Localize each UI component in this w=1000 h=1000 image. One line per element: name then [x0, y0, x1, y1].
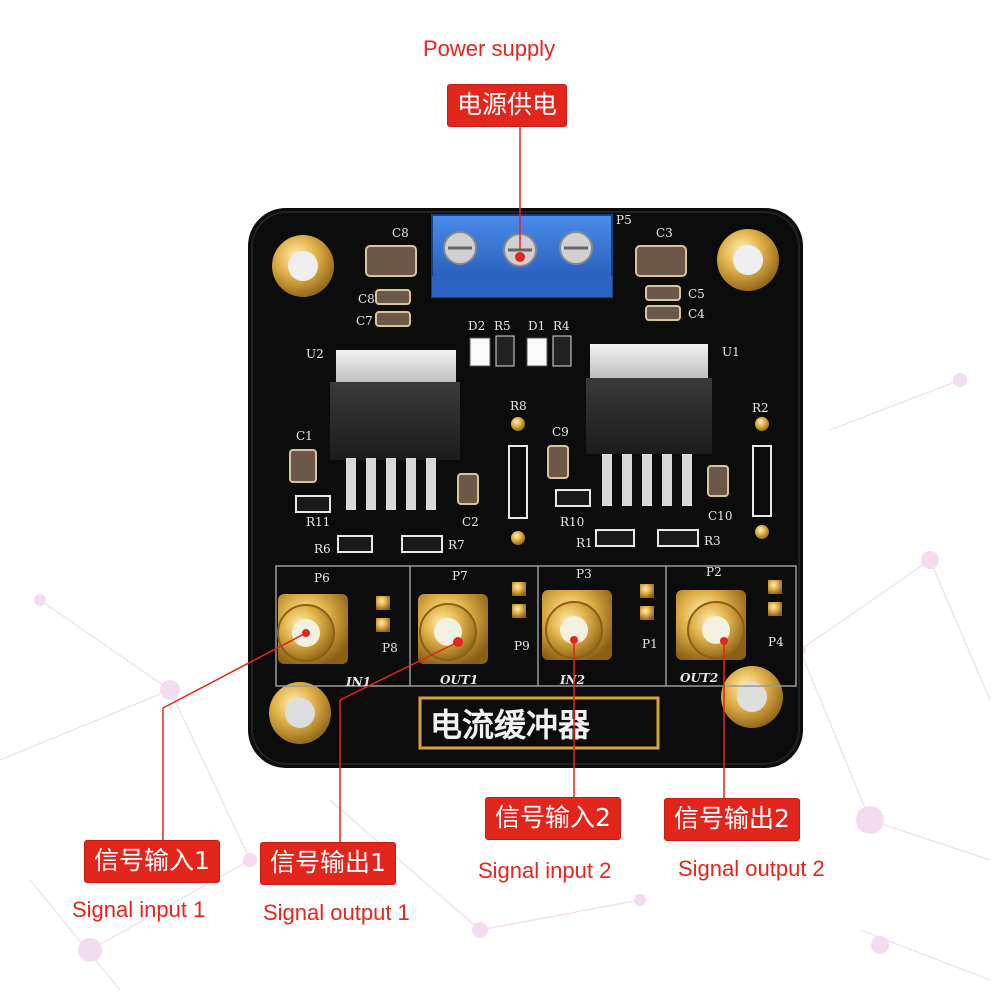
power-supply-tag: 电源供电 — [447, 84, 568, 127]
mounting-hole-top-right — [717, 229, 779, 291]
svg-text:R5: R5 — [494, 319, 511, 333]
board-title-box: 电流缓冲器 — [418, 696, 660, 750]
mounting-hole-bottom-right — [721, 666, 783, 728]
svg-text:C8: C8 — [358, 292, 375, 306]
svg-text:OUT1: OUT1 — [440, 673, 478, 687]
svg-text:OUT2: OUT2 — [680, 671, 718, 685]
svg-text:P2: P2 — [706, 565, 722, 579]
svg-text:P5: P5 — [616, 213, 632, 227]
signal-input-1-label: Signal input 1 — [72, 897, 206, 922]
svg-text:P8: P8 — [382, 641, 398, 655]
svg-text:C10: C10 — [708, 509, 732, 523]
svg-text:R3: R3 — [704, 534, 721, 548]
svg-text:U2: U2 — [306, 347, 324, 361]
power-terminal-block — [431, 214, 613, 298]
signal-output-1-label: Signal output 1 — [263, 900, 410, 925]
svg-text:C5: C5 — [688, 287, 705, 301]
sma-connector-in2 — [542, 590, 612, 660]
svg-text:D1: D1 — [528, 319, 545, 333]
svg-text:R4: R4 — [553, 319, 570, 333]
connector-section-outline — [275, 565, 797, 687]
signal-input-1-tag: 信号输入1 — [84, 840, 220, 883]
svg-text:R8: R8 — [510, 399, 527, 413]
svg-text:R1: R1 — [576, 536, 593, 550]
svg-text:P9: P9 — [514, 639, 530, 653]
svg-text:P1: P1 — [642, 637, 658, 651]
smd-capacitors-top — [365, 245, 687, 327]
mounting-hole-top-left — [272, 235, 334, 297]
svg-text:C1: C1 — [296, 429, 313, 443]
svg-text:R11: R11 — [306, 515, 330, 529]
smd-parts-middle — [289, 445, 729, 505]
svg-text:P6: P6 — [314, 571, 330, 585]
resistor-r2 — [752, 417, 772, 539]
ic-u1 — [586, 344, 712, 506]
svg-text:R6: R6 — [314, 542, 331, 556]
status-leds — [469, 335, 572, 367]
signal-output-1-tag: 信号输出1 — [260, 842, 396, 885]
svg-text:C2: C2 — [462, 515, 479, 529]
svg-text:C3: C3 — [656, 226, 673, 240]
signal-input-2-label: Signal input 2 — [478, 858, 612, 883]
sma-connector-in1 — [277, 594, 348, 664]
ic-u2 — [330, 350, 460, 510]
signal-output-2-label: Signal output 2 — [678, 856, 825, 881]
header-pins — [376, 580, 782, 632]
silkscreen-designators: C8 C8 C7 P5 C3 C5 C4 D2 R5 D1 R4 U2 U1 R… — [296, 213, 784, 689]
svg-text:U1: U1 — [722, 345, 740, 359]
svg-text:IN2: IN2 — [559, 673, 585, 687]
svg-text:R10: R10 — [560, 515, 584, 529]
resistor-r8 — [508, 417, 528, 545]
svg-text:P7: P7 — [452, 569, 468, 583]
signal-input-2-tag: 信号输入2 — [485, 797, 621, 840]
sma-connector-out1 — [418, 594, 488, 664]
signal-output-2-tag: 信号输出2 — [664, 798, 800, 841]
sma-connector-out2 — [676, 590, 746, 660]
smd-resistors — [295, 489, 699, 553]
svg-text:C7: C7 — [356, 314, 373, 328]
svg-text:P3: P3 — [576, 567, 592, 581]
svg-text:C4: C4 — [688, 307, 705, 321]
board-title: 电流缓冲器 — [430, 706, 591, 744]
svg-text:R2: R2 — [752, 401, 769, 415]
svg-text:P4: P4 — [768, 635, 784, 649]
annotation-leader-lines — [162, 124, 725, 844]
svg-text:D2: D2 — [468, 319, 485, 333]
svg-text:IN1: IN1 — [345, 675, 371, 689]
svg-text:R7: R7 — [448, 538, 465, 552]
svg-text:C8: C8 — [392, 226, 409, 240]
power-supply-label: Power supply — [423, 36, 556, 61]
svg-text:C9: C9 — [552, 425, 569, 439]
mounting-hole-bottom-left — [269, 682, 331, 744]
